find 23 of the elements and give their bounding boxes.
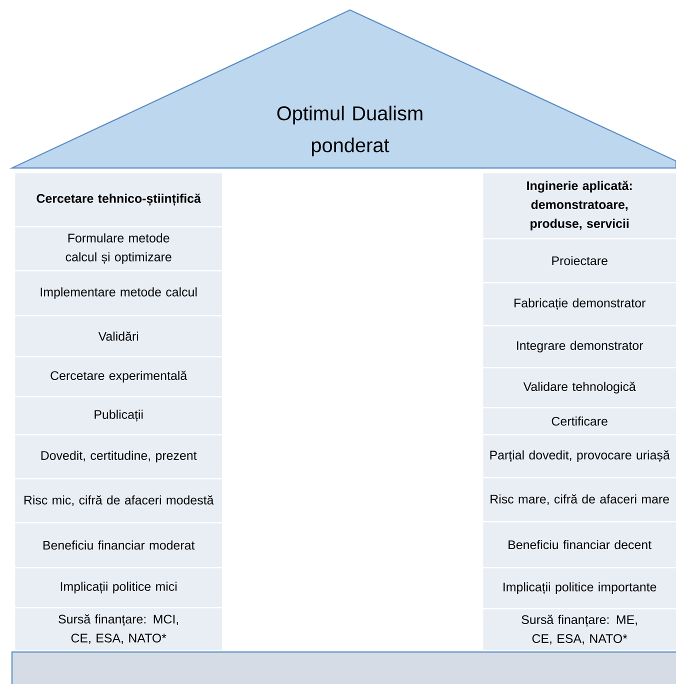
table-cell: Integrare demonstrator [482,325,676,368]
table-cell: Validări [14,315,224,358]
table-cell: Certificare [482,407,676,436]
table-cell: Publicații [14,396,224,436]
table-cell: Inginerie aplicată: demonstratoare, produse, servicii [482,172,676,240]
table-cell: Cercetare experimentală [14,356,224,398]
table-cell: Validare tehnologică [482,367,676,408]
table-cell: Beneficiu financiar moderat [14,522,224,568]
table-cell: Fabricație demonstrator [482,282,676,326]
table-cell: Implementare metode calcul [14,270,224,316]
table-cell: Sursă finanțare: ME, CE, ESA, NATO* [482,608,676,652]
foundation-band [11,651,676,684]
table-cell: Formulare metode calcul și optimizare [14,226,224,272]
table-cell: Proiectare [482,238,676,284]
table-cell: Implicații politice mici [14,567,224,608]
table-cell: Parțial dovedit, provocare uriașă [482,434,676,478]
table-cell: Sursă finanțare: MCI, CE, ESA, NATO* [14,607,224,652]
table-cell: Risc mare, cifră de afaceri mare [482,477,676,522]
table-cell: Implicații politice importante [482,567,676,610]
table-cell: Beneficiu financiar decent [482,521,676,568]
table-cell: Risc mic, cifră de afaceri modestă [14,478,224,524]
table-cell: Cercetare tehnico-științifică [14,172,224,228]
table-cell: Dovedit, certitudine, prezent [14,434,224,480]
